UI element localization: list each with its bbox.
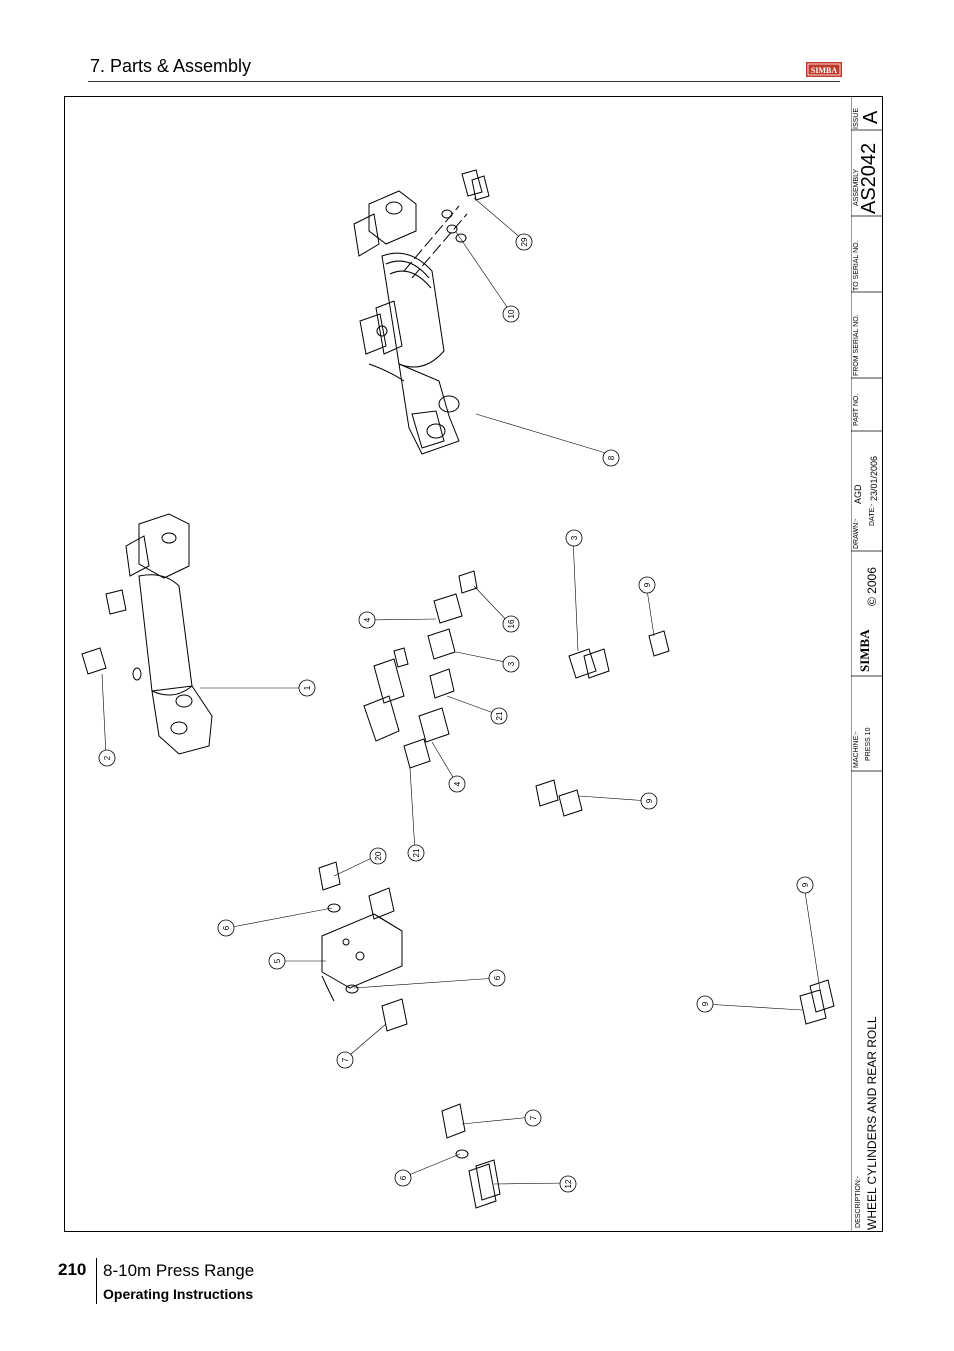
cylinder-1-drawing	[81, 513, 213, 755]
balloon-number: 1	[303, 685, 312, 690]
part-balloon: 6	[394, 1169, 412, 1187]
balloon-number: 5	[273, 958, 282, 963]
balloon-number: 21	[495, 711, 504, 720]
copyright: © 2006	[865, 567, 879, 606]
part-balloon: 7	[336, 1051, 354, 1069]
fitting-12-drawing	[441, 1103, 501, 1209]
balloon-number: 6	[399, 1175, 408, 1180]
part-balloon: 20	[369, 847, 387, 865]
balloon-number: 2	[103, 755, 112, 760]
valve-group-drawing	[363, 570, 478, 769]
machine-label: MACHINE:-	[853, 731, 860, 768]
drawn-value: AGD	[853, 484, 863, 504]
header-rule	[88, 81, 840, 82]
logo-text: SIMBA	[811, 66, 837, 75]
part-no-label: PART NO.	[853, 393, 860, 426]
description-value: WHEEL CYLINDERS AND REAR ROLL	[865, 1016, 879, 1230]
part-balloon: 21	[490, 707, 508, 725]
assembly-value: AS2042	[858, 142, 880, 214]
part-balloon: 12	[559, 1175, 577, 1193]
balloon-number: 9	[701, 1001, 710, 1006]
balloon-number: 7	[529, 1115, 538, 1120]
title-block-lines	[851, 96, 883, 1232]
cylinder-8-drawing	[353, 190, 468, 455]
title-block-logo: SIMBA	[857, 629, 872, 672]
footer-range: 8-10m Press Range	[103, 1261, 255, 1280]
footer-rule	[96, 1258, 97, 1304]
part-balloon: 2	[98, 749, 116, 767]
balloon-number: 9	[801, 882, 810, 887]
balloon-number: 4	[453, 781, 462, 786]
balloon-number: 4	[363, 617, 372, 622]
balloon-number: 21	[412, 848, 421, 857]
balloon-number: 3	[507, 661, 516, 666]
drawing-frame	[64, 96, 883, 1232]
balloon-number: 9	[645, 798, 654, 803]
balloon-number: 9	[643, 582, 652, 587]
date-label: DATE:-	[869, 503, 876, 526]
issue-value: A	[860, 110, 882, 124]
leader-lines	[101, 197, 821, 1185]
part-balloon: 9	[640, 792, 658, 810]
machine-value: PRESS 10	[865, 727, 872, 761]
part-balloon: 1	[298, 679, 316, 697]
part-balloon: 8	[602, 449, 620, 467]
part-balloon: 9	[696, 995, 714, 1013]
part-balloon: 7	[524, 1109, 542, 1127]
drawn-label: DRAWN:-	[853, 518, 860, 549]
part-balloon: 6	[488, 969, 506, 987]
footer-subtitle: Operating Instructions	[103, 1286, 254, 1302]
balloon-number: 8	[607, 455, 616, 460]
balloon-number: 3	[570, 535, 579, 540]
balloon-number: 16	[507, 619, 516, 628]
issue-label: ISSUE	[853, 107, 860, 129]
part-balloon: 5	[268, 952, 286, 970]
part-balloon: 21	[407, 844, 425, 862]
part-balloon: 3	[565, 529, 583, 547]
balloon-number: 7	[341, 1057, 350, 1062]
fitting-29-drawing	[441, 169, 490, 243]
part-balloon: 4	[448, 775, 466, 793]
to-serial-label: TO SERIAL NO.	[853, 240, 860, 291]
part-balloon: 9	[638, 576, 656, 594]
part-balloon: 3	[502, 655, 520, 673]
description-label: DESCRIPTION:-	[855, 1175, 862, 1228]
manifold-5-drawing	[318, 861, 408, 1032]
balloon-number: 12	[564, 1179, 573, 1188]
balloon-number: 6	[493, 975, 502, 980]
balloon-number: 29	[520, 237, 529, 246]
part-balloon: 16	[502, 615, 520, 633]
page-number: 210	[58, 1260, 87, 1279]
fitting-9-drawing	[535, 630, 835, 1025]
from-serial-label: FROM SERIAL NO.	[853, 314, 860, 376]
balloon-number: 6	[222, 925, 231, 930]
section-title: 7. Parts & Assembly	[90, 56, 252, 76]
simba-logo: SIMBA	[806, 62, 842, 77]
part-balloon: 29	[515, 233, 533, 251]
balloon-number: 10	[507, 309, 516, 318]
part-balloon: 4	[358, 611, 376, 629]
part-balloon: 9	[796, 876, 814, 894]
balloon-number: 20	[374, 851, 383, 860]
date-value: 23/01/2006	[869, 455, 879, 501]
part-balloon: 6	[217, 919, 235, 937]
title-block: ISSUE A ASSEMBLY AS2042 TO SERIAL NO. FR…	[851, 96, 883, 1232]
part-balloon: 10	[502, 305, 520, 323]
